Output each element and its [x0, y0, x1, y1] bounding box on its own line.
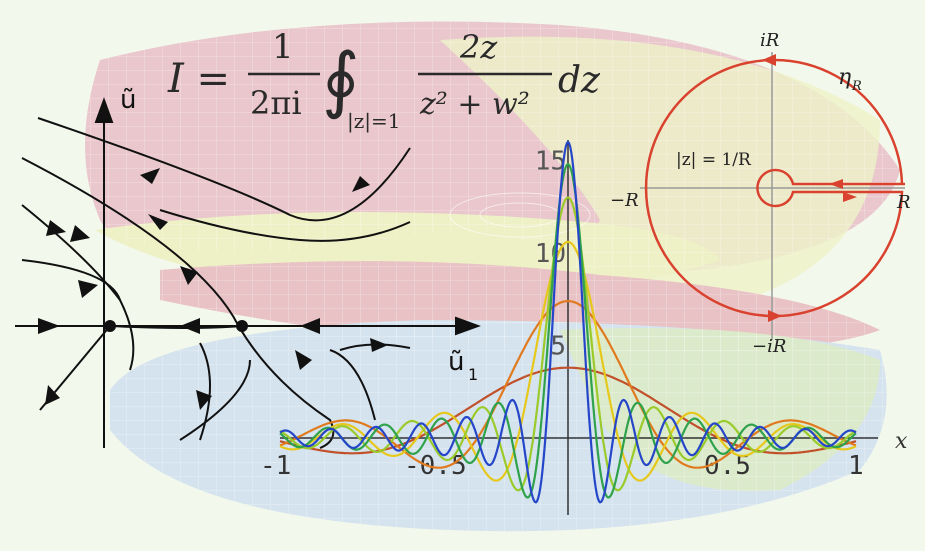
formula-integral-sign: ∮ — [322, 37, 360, 121]
contour-integral-formula: I = 1 2πi ∮ |z|=1 2z z² + w² dz — [167, 27, 601, 134]
formula-frac1-numerator: 1 — [272, 27, 294, 67]
contour-arrowheads — [762, 54, 857, 322]
x-tick-label: -0.5 — [404, 451, 467, 481]
phase-x-label: ũ — [448, 347, 464, 377]
phase-y-label: ũ — [120, 85, 136, 115]
y-tick-label: 15 — [535, 147, 566, 177]
y-tick-label: 5 — [550, 332, 566, 362]
x-tick-label: -1 — [260, 451, 291, 481]
formula-frac1-denominator: 2πi — [250, 84, 302, 122]
contour-label-eta: η — [838, 65, 851, 90]
surface-sheets — [85, 21, 900, 532]
contour-label-inner: |z| = 1/R — [676, 150, 752, 170]
chart-series — [279, 140, 857, 504]
contour-label-top: iR — [760, 30, 779, 51]
contour-label-left: −R — [610, 190, 639, 211]
formula-subscript: |z|=1 — [347, 109, 401, 134]
contour-label-eta-subscript: R — [851, 79, 862, 94]
formula-differential: dz — [558, 60, 601, 101]
formula-lhs: I = — [167, 56, 230, 102]
formula-frac2-numerator: 2z — [459, 28, 498, 66]
keyhole-contour: iR −iR −R R η R |z| = 1/R — [610, 30, 911, 357]
contour-label-bottom: −iR — [752, 336, 786, 357]
contour-path — [644, 58, 905, 318]
x-tick-label: 1 — [848, 451, 864, 481]
series-line-5 — [279, 162, 857, 499]
series-line-4 — [279, 196, 857, 492]
formula-frac2-denominator: z² + w² — [419, 87, 530, 122]
y-tick-label: 10 — [535, 239, 566, 269]
series-line-3 — [279, 240, 857, 482]
chart-x-axis-label: x — [895, 429, 908, 454]
phase-x-arrowhead — [455, 316, 481, 336]
flow-arrowheads — [38, 168, 388, 410]
series-line-6 — [279, 140, 857, 504]
contour-label-right: R — [896, 192, 911, 213]
phase-portrait — [15, 97, 481, 449]
phase-x-label-subscript: 1 — [468, 365, 478, 384]
phase-y-arrowhead — [94, 97, 114, 123]
